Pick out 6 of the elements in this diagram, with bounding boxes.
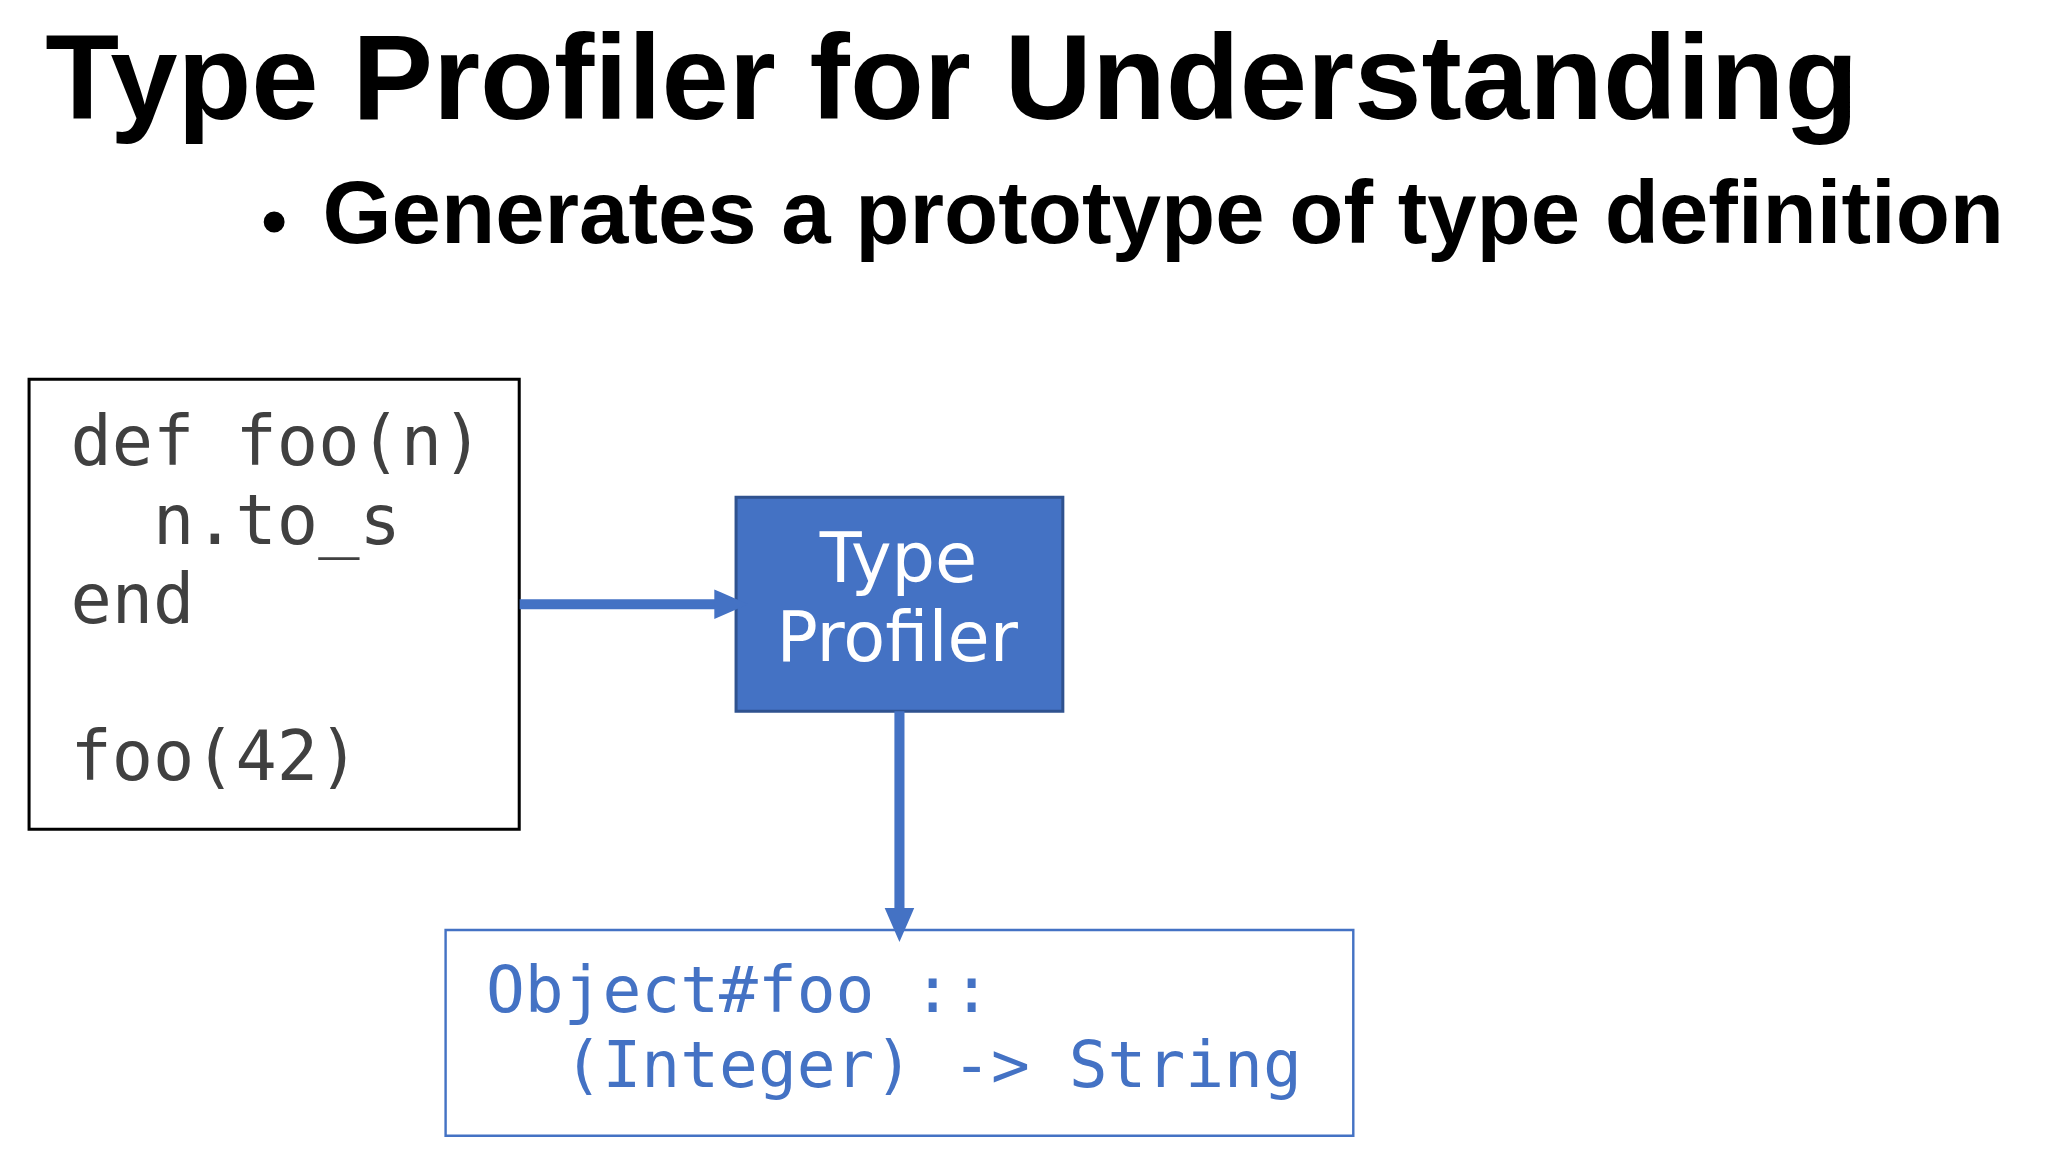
- node-box: Type Profiler: [734, 495, 1065, 713]
- node-box: def foo(n) n.to_s end foo(42): [27, 377, 521, 831]
- node-box: Object#foo :: (Integer) -> String: [444, 928, 1355, 1137]
- label: Generates a prototype of type definition: [322, 162, 2005, 262]
- arrow: [884, 711, 915, 942]
- diagram-title: Type Profiler for Understanding: [45, 9, 1859, 146]
